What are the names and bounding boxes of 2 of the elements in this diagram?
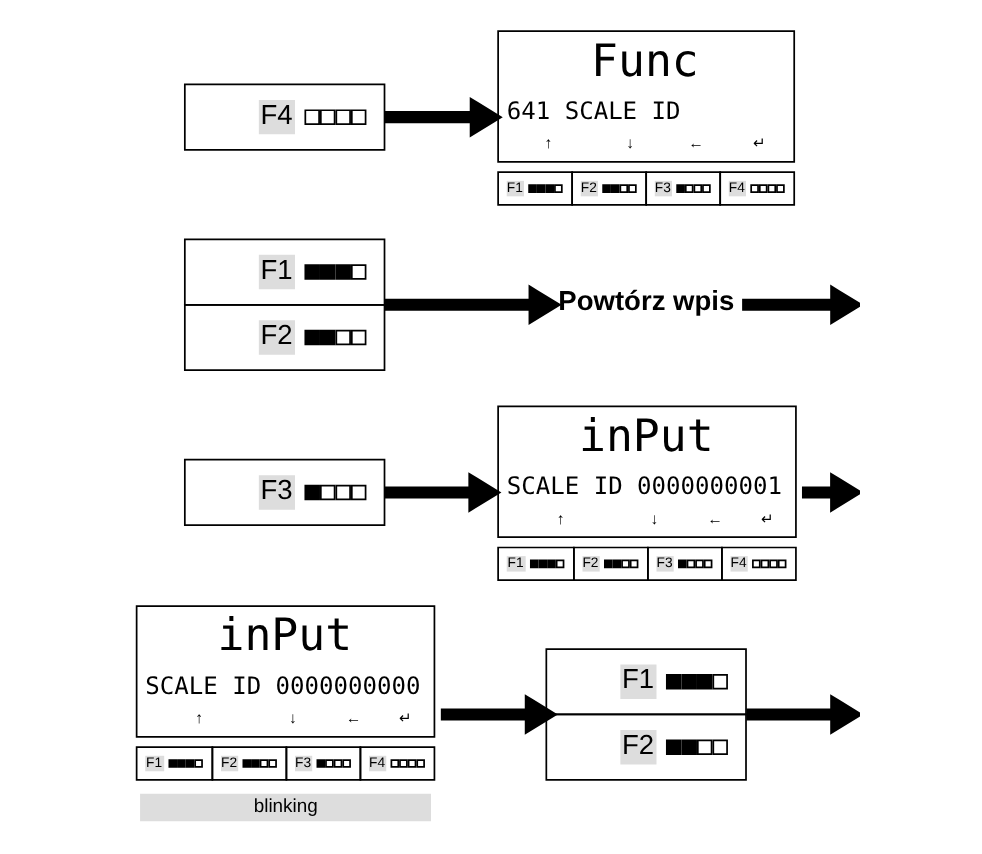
node-label: blinking <box>253 796 318 819</box>
node-text: Powtórz wpis <box>558 285 735 316</box>
